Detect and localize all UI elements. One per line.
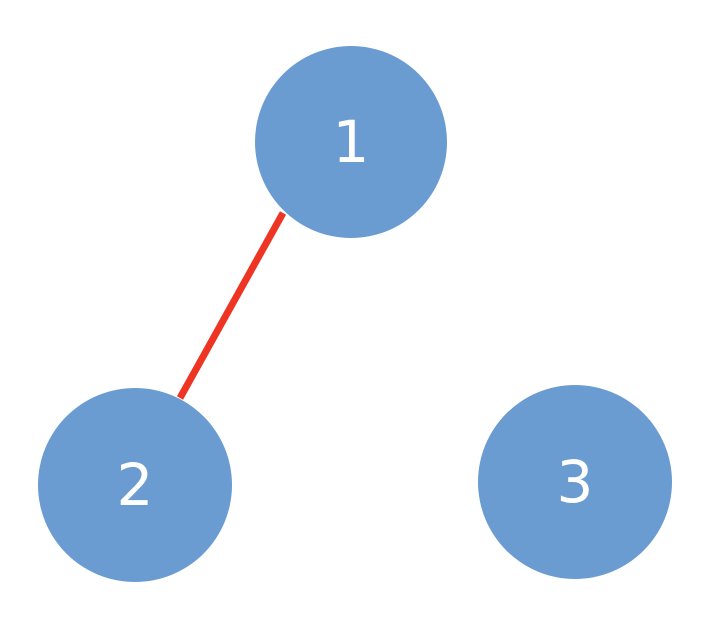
node-label-3: 3 bbox=[557, 448, 594, 516]
graph-node-1[interactable]: 1 bbox=[255, 46, 447, 238]
graph-node-2[interactable]: 2 bbox=[38, 388, 232, 582]
node-label-2: 2 bbox=[117, 451, 154, 519]
node-circle-1[interactable] bbox=[255, 46, 447, 238]
edge-layer bbox=[176, 211, 287, 400]
node-layer: 1 2 3 bbox=[38, 46, 672, 582]
node-circle-2[interactable] bbox=[38, 388, 232, 582]
node-label-1: 1 bbox=[333, 108, 370, 176]
graph-edge-1-2[interactable] bbox=[176, 211, 287, 400]
graph-node-3[interactable]: 3 bbox=[478, 385, 672, 579]
node-circle-3[interactable] bbox=[478, 385, 672, 579]
